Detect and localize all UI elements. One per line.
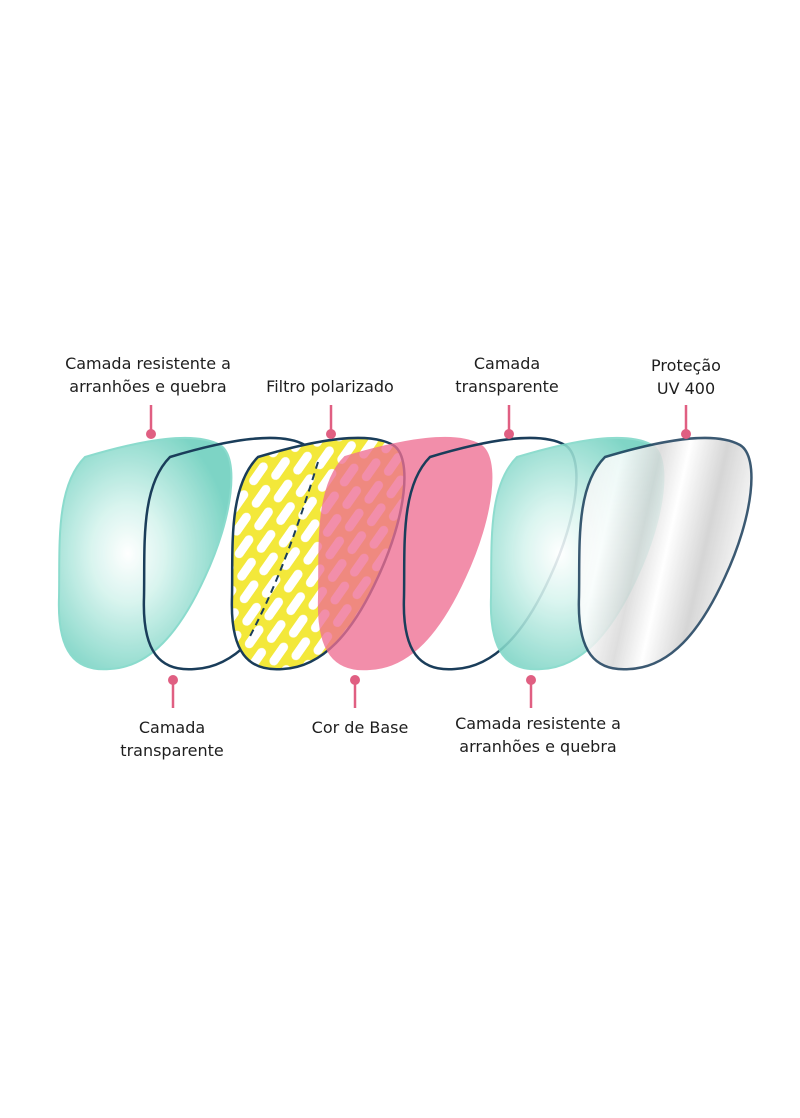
label-scratch-bottom: Camada resistente a arranhões e quebra — [455, 714, 621, 756]
label-clear-top: Camada transparente — [455, 354, 559, 396]
pin-bottom-base — [350, 675, 360, 708]
pin-bottom-clear — [168, 675, 178, 708]
pin-top-uv — [681, 405, 691, 439]
label-scratch-top: Camada resistente a arranhões e quebra — [65, 354, 231, 396]
lens-uv-clear — [577, 436, 753, 671]
pin-bottom-scratch — [526, 675, 536, 708]
pin-top-clear — [504, 405, 514, 439]
label-uv: Proteção UV 400 — [651, 356, 721, 398]
label-clear-bottom: Camada transparente — [120, 718, 224, 760]
pin-top-scratch — [146, 405, 156, 439]
pin-top-polarized — [326, 405, 336, 439]
label-base-color: Cor de Base — [311, 718, 409, 737]
label-polarized: Filtro polarizado — [266, 377, 394, 396]
